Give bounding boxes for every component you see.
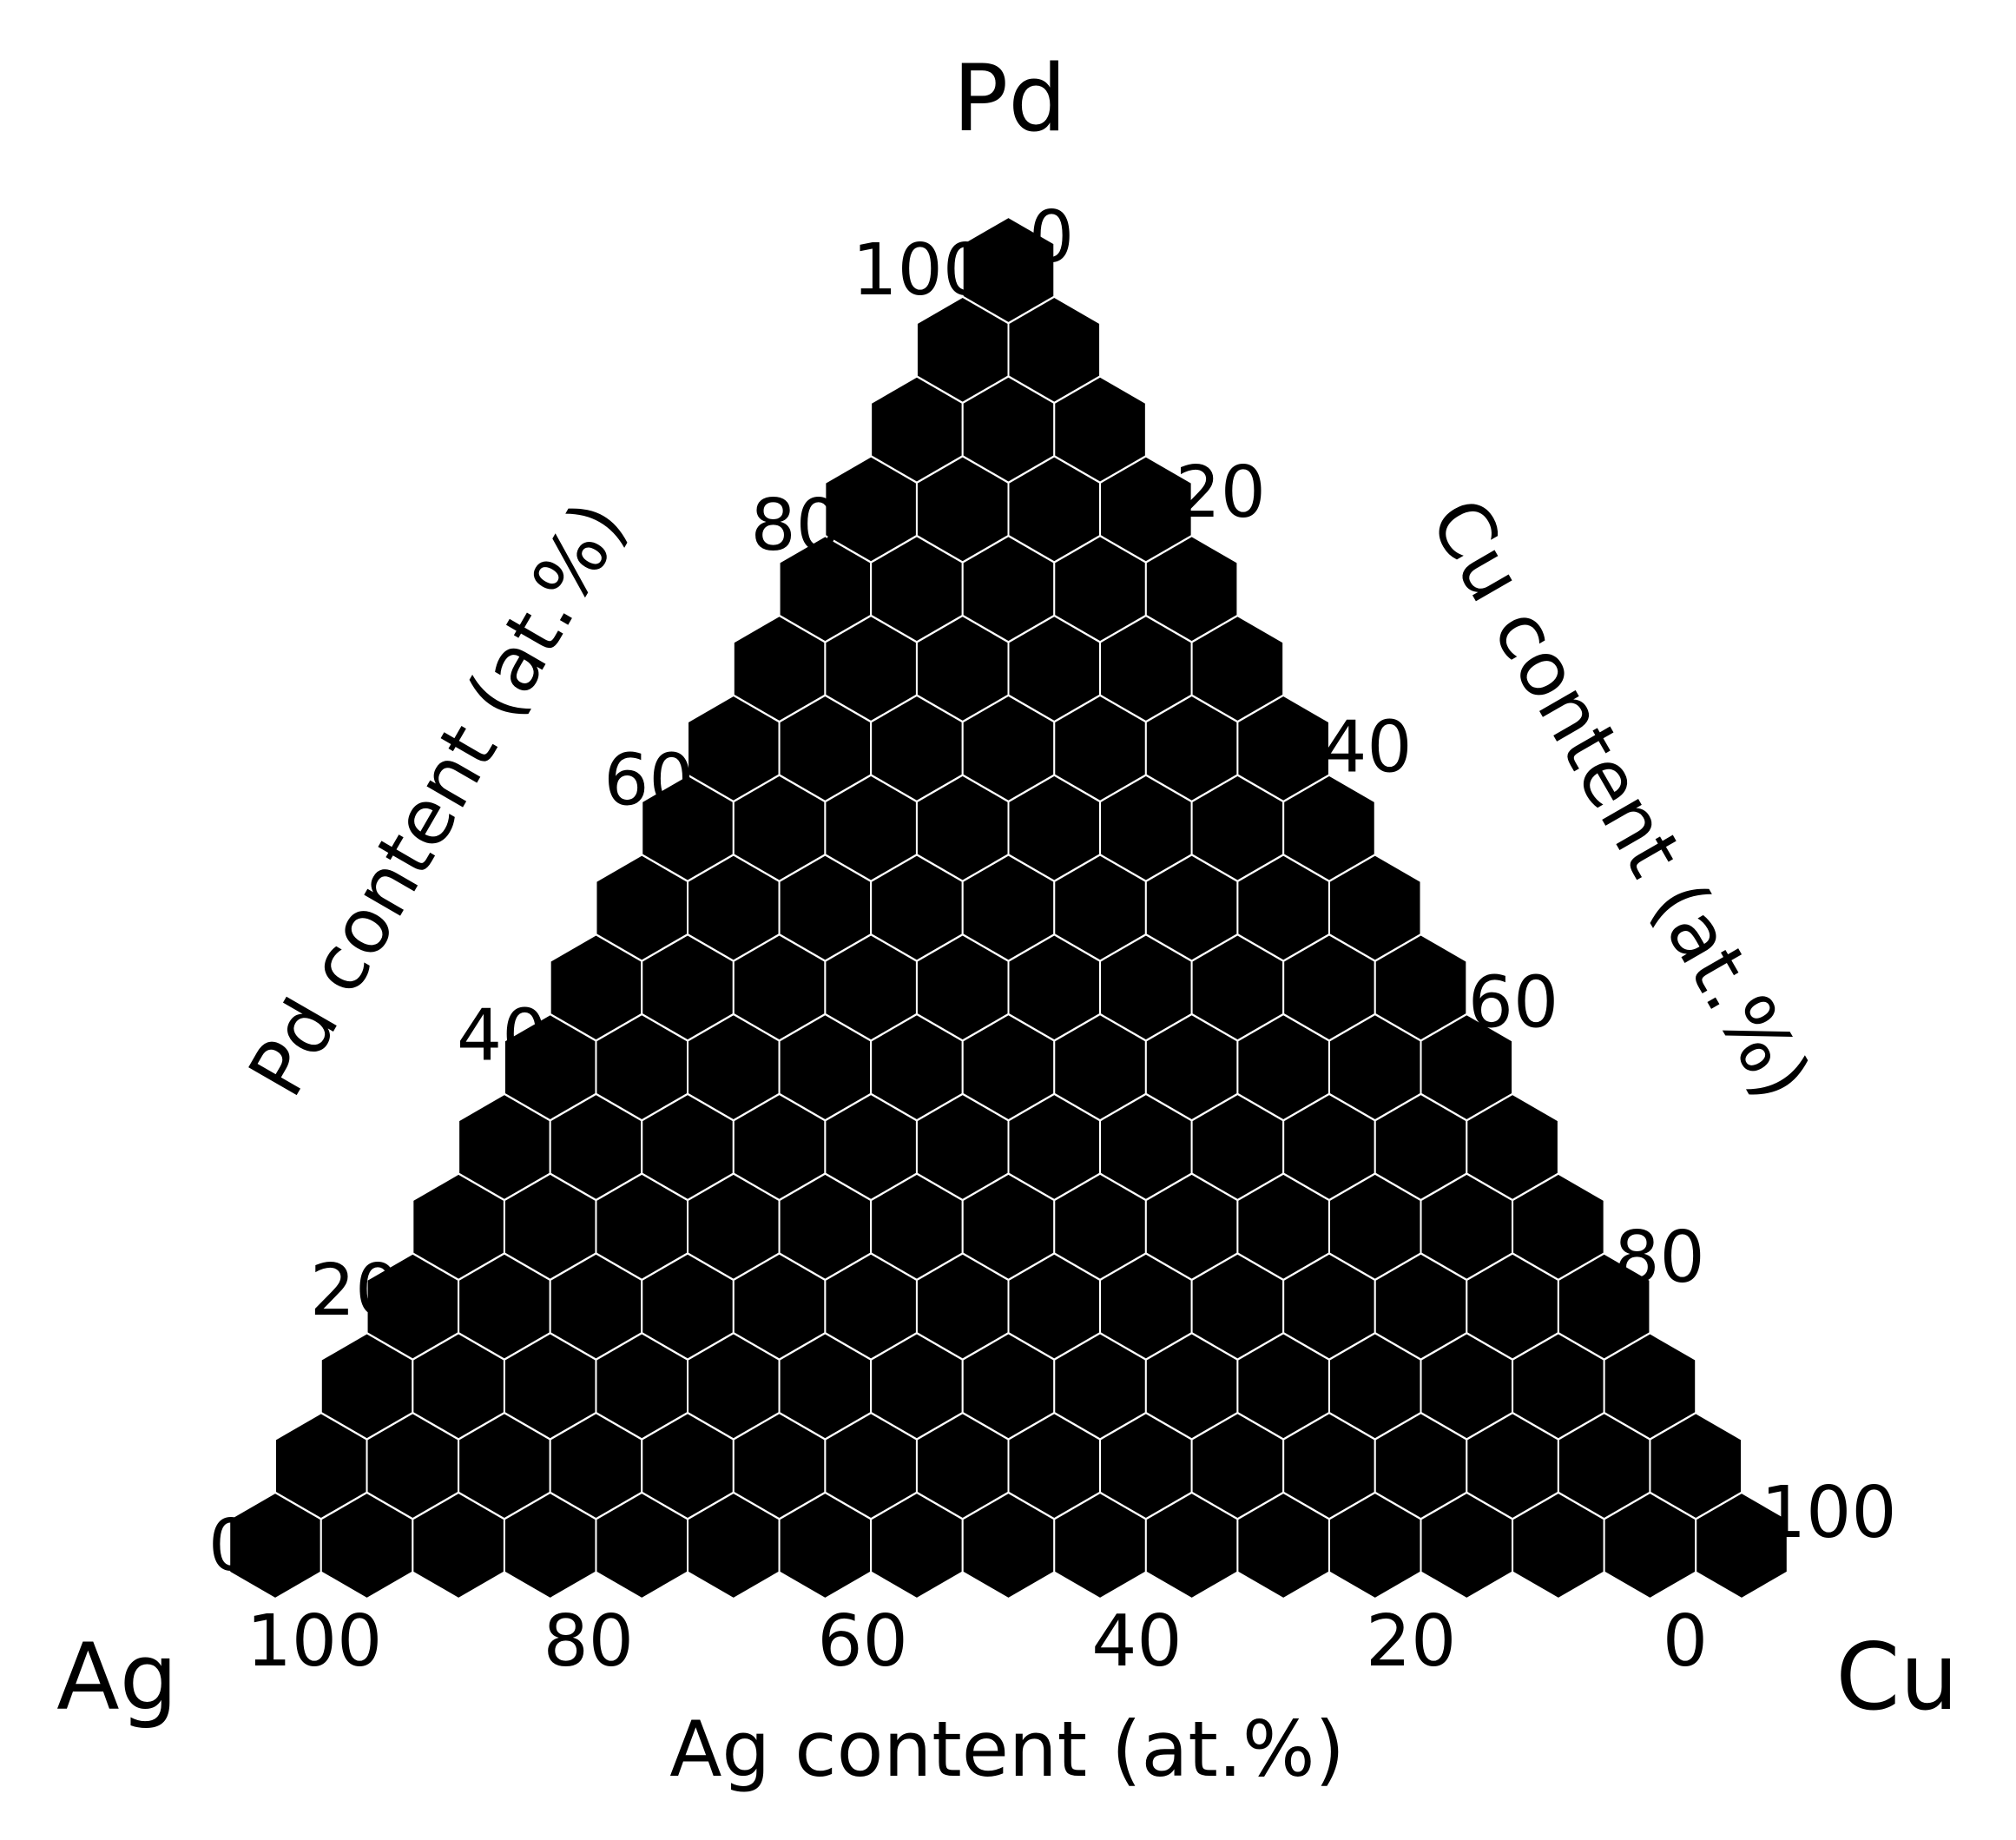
tick-mark (267, 1545, 277, 1559)
corner-label-left: Ag (56, 1624, 178, 1731)
bottom-axis-title: Ag content (at.%) (669, 1705, 1345, 1794)
tick-mark (1008, 256, 1019, 272)
left-tick-label: 20 (310, 1250, 400, 1332)
tick-mark (1154, 511, 1166, 526)
right-tick-label: 100 (1761, 1472, 1897, 1554)
tick-mark (1301, 767, 1312, 782)
left-tick-label: 60 (603, 740, 694, 822)
left-tick-label: 40 (457, 994, 547, 1077)
right-tick-label: 20 (1176, 452, 1266, 534)
left-tick-label: 80 (750, 485, 840, 567)
left-tick-label: 0 (208, 1505, 254, 1587)
right-tick-label: 40 (1321, 707, 1412, 789)
right-tick-label: 80 (1614, 1217, 1704, 1299)
tick-mark (853, 1545, 864, 1559)
tick-mark (1740, 1532, 1751, 1547)
tick-mark (1440, 1545, 1450, 1559)
corner-label-top: Pd (952, 45, 1066, 152)
hexbin-layer (228, 215, 1789, 1600)
bottom-tick-label: 60 (817, 1600, 907, 1683)
corner-label-right: Cu (1835, 1624, 1958, 1731)
tick-layer: 100 80 60 40 20 0 0 20 40 60 80 100 0 20 40 60 80 100 (208, 196, 1897, 1683)
right-tick-label: 60 (1468, 961, 1558, 1044)
tick-mark (561, 1545, 570, 1559)
left-tick-label: 100 (852, 229, 988, 312)
tick-mark (1447, 1022, 1459, 1037)
tick-mark (1593, 1277, 1605, 1292)
tick-mark (1147, 1545, 1157, 1559)
bottom-tick-label: 20 (1366, 1600, 1456, 1683)
bottom-tick-label: 40 (1091, 1600, 1182, 1683)
tick-mark (1734, 1545, 1743, 1559)
bottom-tick-label: 100 (247, 1600, 383, 1683)
right-tick-label: 0 (1029, 196, 1074, 279)
bottom-tick-label: 80 (544, 1600, 634, 1683)
bottom-tick-label: 0 (1663, 1600, 1708, 1683)
